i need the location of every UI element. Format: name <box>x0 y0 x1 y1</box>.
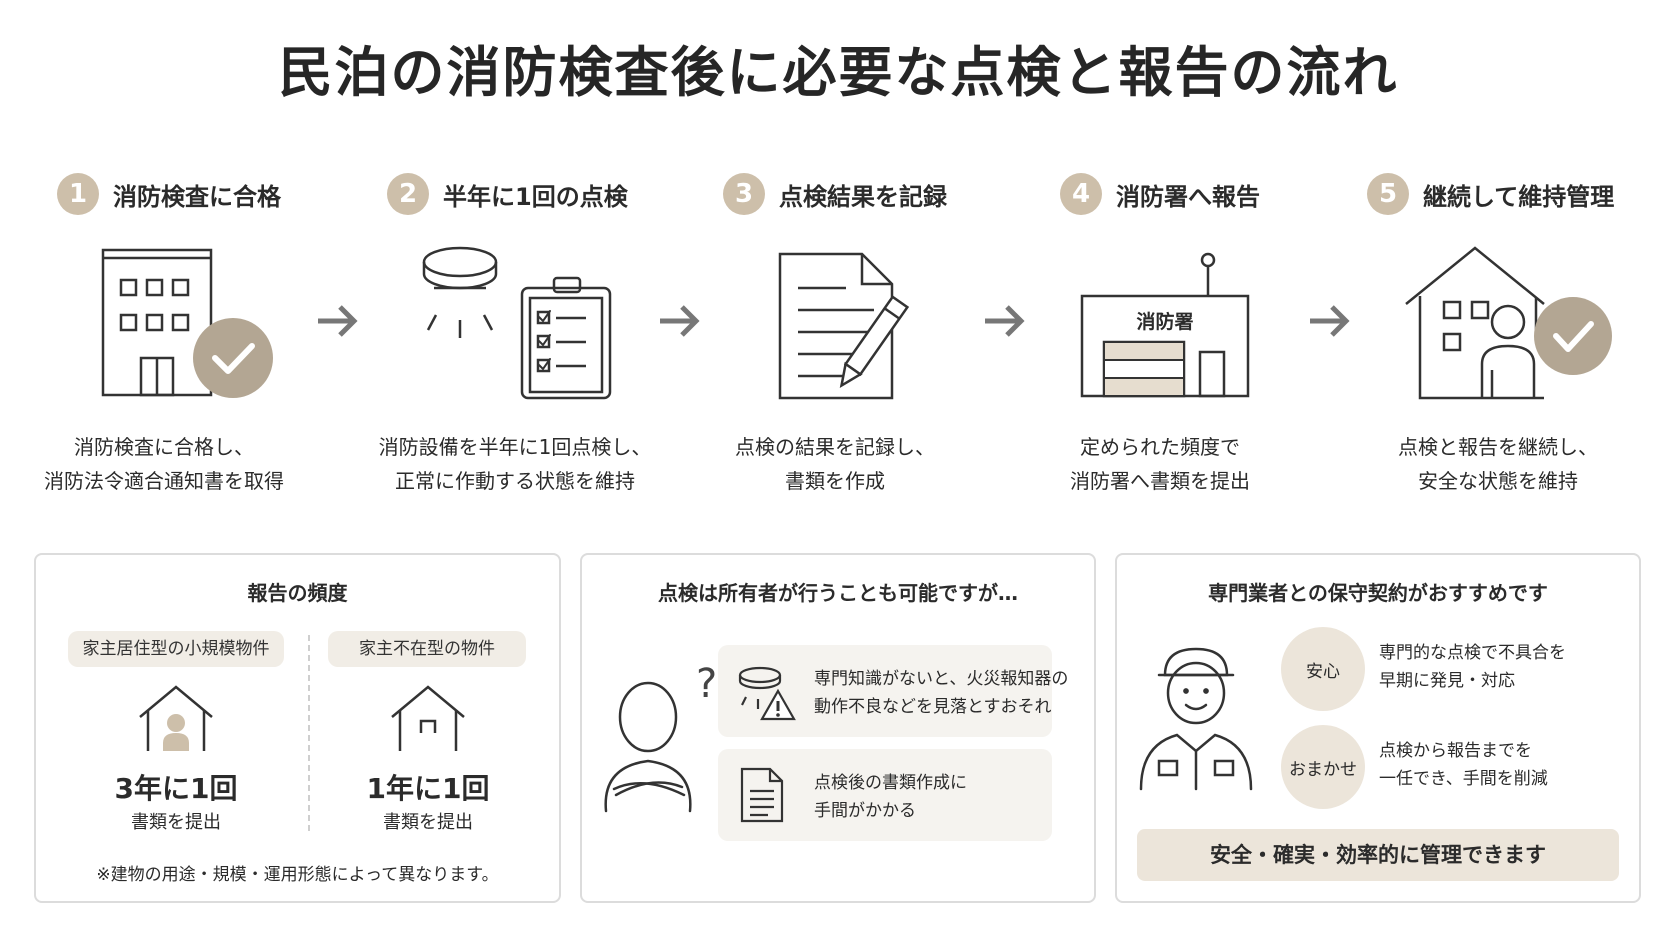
delegate-text-line2: 一任でき、手間を削減 <box>1379 769 1548 789</box>
paperwork-note-line1: 点検後の書類作成に <box>814 773 967 793</box>
submit-docs-right: 書類を提出 <box>383 812 473 833</box>
arrow-right-icon <box>660 305 700 337</box>
detector-clipboard-icon <box>422 246 612 400</box>
relief-badge: 安心 <box>1281 627 1365 711</box>
maintenance-contract-panel: 専門業者との保守契約がおすすめです 安心 専門的な点検で不具合を 早期に発見・対… <box>1115 553 1641 903</box>
fire-station-icon: 消防署 <box>1080 252 1250 398</box>
document-icon <box>740 767 784 823</box>
delegate-badge: おまかせ <box>1281 725 1365 809</box>
step-5-title: 継続して維持管理 <box>1423 182 1615 211</box>
question-mark: ? <box>696 661 717 707</box>
step-2-desc-line2: 正常に作動する状態を維持 <box>395 469 635 493</box>
step-3-header: 3 点検結果を記録 <box>723 172 947 216</box>
risk-note-box <box>718 645 1052 737</box>
step-4-title: 消防署へ報告 <box>1116 182 1260 211</box>
step-1-desc-line2: 消防法令適合通知書を取得 <box>44 469 284 493</box>
frequency-1-year: 1年に1回 <box>366 772 490 805</box>
house-resident-icon <box>139 685 213 751</box>
step-5-description: 点検と報告を継続し、 安全な状態を維持 <box>1338 430 1658 498</box>
owner-absent-label: 家主不在型の物件 <box>328 631 526 667</box>
building-check-icon <box>101 248 273 398</box>
step-5-header: 5 継続して維持管理 <box>1367 172 1614 216</box>
document-pen-icon <box>778 252 910 400</box>
relief-text-line1: 専門的な点検で不具合を <box>1379 643 1566 663</box>
step-4-description: 定められた頻度で 消防署へ書類を提出 <box>1000 430 1320 498</box>
step-3-number: 3 <box>723 173 765 215</box>
step-5-desc-line2: 安全な状態を維持 <box>1418 469 1578 493</box>
panel-title: 報告の頻度 <box>247 581 348 605</box>
fire-station-label: 消防署 <box>1136 310 1193 333</box>
step-2-desc-line1: 消防設備を半年に1回点検し、 <box>378 435 652 459</box>
summary-banner: 安全・確実・効率的に管理できます <box>1137 829 1619 881</box>
panel-title: 専門業者との保守契約がおすすめです <box>1208 581 1548 605</box>
step-3-title: 点検結果を記録 <box>779 182 947 211</box>
house-empty-icon <box>391 685 465 751</box>
submit-docs-left: 書類を提出 <box>131 812 221 833</box>
detector-warning-icon <box>738 666 796 721</box>
step-2-title: 半年に1回の点検 <box>443 182 628 211</box>
frequency-3-years: 3年に1回 <box>114 772 238 805</box>
report-frequency-panel: 報告の頻度 家主居住型の小規模物件 家主不在型の物件 3年に1回 書類を提出 1… <box>34 553 561 903</box>
frequency-note: ※建物の用途・規模・運用形態によって異なります。 <box>96 865 499 885</box>
panel-title: 点検は所有者が行うことも可能ですが… <box>658 581 1018 605</box>
delegate-text: 点検から報告までを 一任でき、手間を削減 <box>1379 737 1548 793</box>
step-1-desc-line1: 消防検査に合格し、 <box>74 435 254 459</box>
step-4-desc-line2: 消防署へ書類を提出 <box>1070 469 1250 493</box>
paperwork-note-text: 点検後の書類作成に 手間がかかる <box>814 769 967 825</box>
self-inspection-panel: 点検は所有者が行うことも可能ですが… ? 専門知識がないと、火災報知器の 動作不… <box>580 553 1096 903</box>
step-1-title: 消防検査に合格 <box>113 182 281 211</box>
technician-icon <box>1139 647 1253 791</box>
arrow-right-icon <box>985 305 1025 337</box>
step-4-number: 4 <box>1060 173 1102 215</box>
step-3-desc-line1: 点検の結果を記録し、 <box>735 435 935 459</box>
house-person-check-icon <box>1405 246 1612 400</box>
page-title: 民泊の消防検査後に必要な点検と報告の流れ <box>278 41 1399 104</box>
step-2-number: 2 <box>387 173 429 215</box>
step-1-number: 1 <box>57 173 99 215</box>
arrow-right-icon <box>318 305 358 337</box>
relief-text: 専門的な点検で不具合を 早期に発見・対応 <box>1379 639 1566 695</box>
confused-person-icon: ? <box>604 661 717 813</box>
step-2-description: 消防設備を半年に1回点検し、 正常に作動する状態を維持 <box>355 430 675 498</box>
step-3-description: 点検の結果を記録し、 書類を作成 <box>675 430 995 498</box>
step-1-description: 消防検査に合格し、 消防法令適合通知書を取得 <box>4 430 324 498</box>
paperwork-note-line2: 手間がかかる <box>814 801 916 821</box>
risk-note-line2: 動作不良などを見落とすおそれ <box>814 697 1052 717</box>
delegate-text-line1: 点検から報告までを <box>1379 741 1532 761</box>
relief-text-line2: 早期に発見・対応 <box>1379 671 1515 691</box>
arrow-right-icon <box>1310 305 1350 337</box>
paperwork-note-box <box>718 749 1052 841</box>
owner-resident-label: 家主居住型の小規模物件 <box>68 631 284 667</box>
step-3-desc-line2: 書類を作成 <box>785 469 885 493</box>
step-5-number: 5 <box>1367 173 1409 215</box>
divider <box>308 635 310 831</box>
step-2-header: 2 半年に1回の点検 <box>387 172 628 216</box>
step-1-header: 1 消防検査に合格 <box>57 172 281 216</box>
step-4-desc-line1: 定められた頻度で <box>1080 435 1240 459</box>
risk-note-text: 専門知識がないと、火災報知器の 動作不良などを見落とすおそれ <box>814 665 1068 721</box>
step-4-header: 4 消防署へ報告 <box>1060 172 1260 216</box>
step-5-desc-line1: 点検と報告を継続し、 <box>1398 435 1598 459</box>
risk-note-line1: 専門知識がないと、火災報知器の <box>814 669 1069 689</box>
